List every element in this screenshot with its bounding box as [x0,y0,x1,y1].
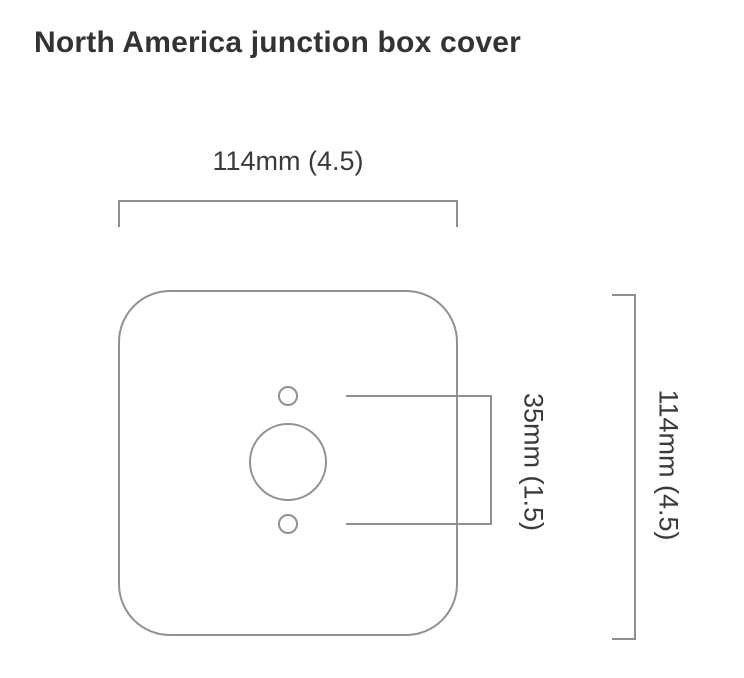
height-dimension-bracket [612,294,636,640]
hole-spacing-bracket [346,395,492,525]
hole-spacing-label: 35mm (1.5) [518,392,549,532]
bottom-screw-hole [278,514,298,534]
center-hole [249,423,327,501]
width-dimension-bracket [118,200,458,227]
top-screw-hole [278,386,298,406]
diagram-title: North America junction box cover [34,26,522,59]
height-dimension-label: 114mm (4.5) [653,389,684,541]
width-dimension-label: 114mm (4.5) [212,146,364,176]
